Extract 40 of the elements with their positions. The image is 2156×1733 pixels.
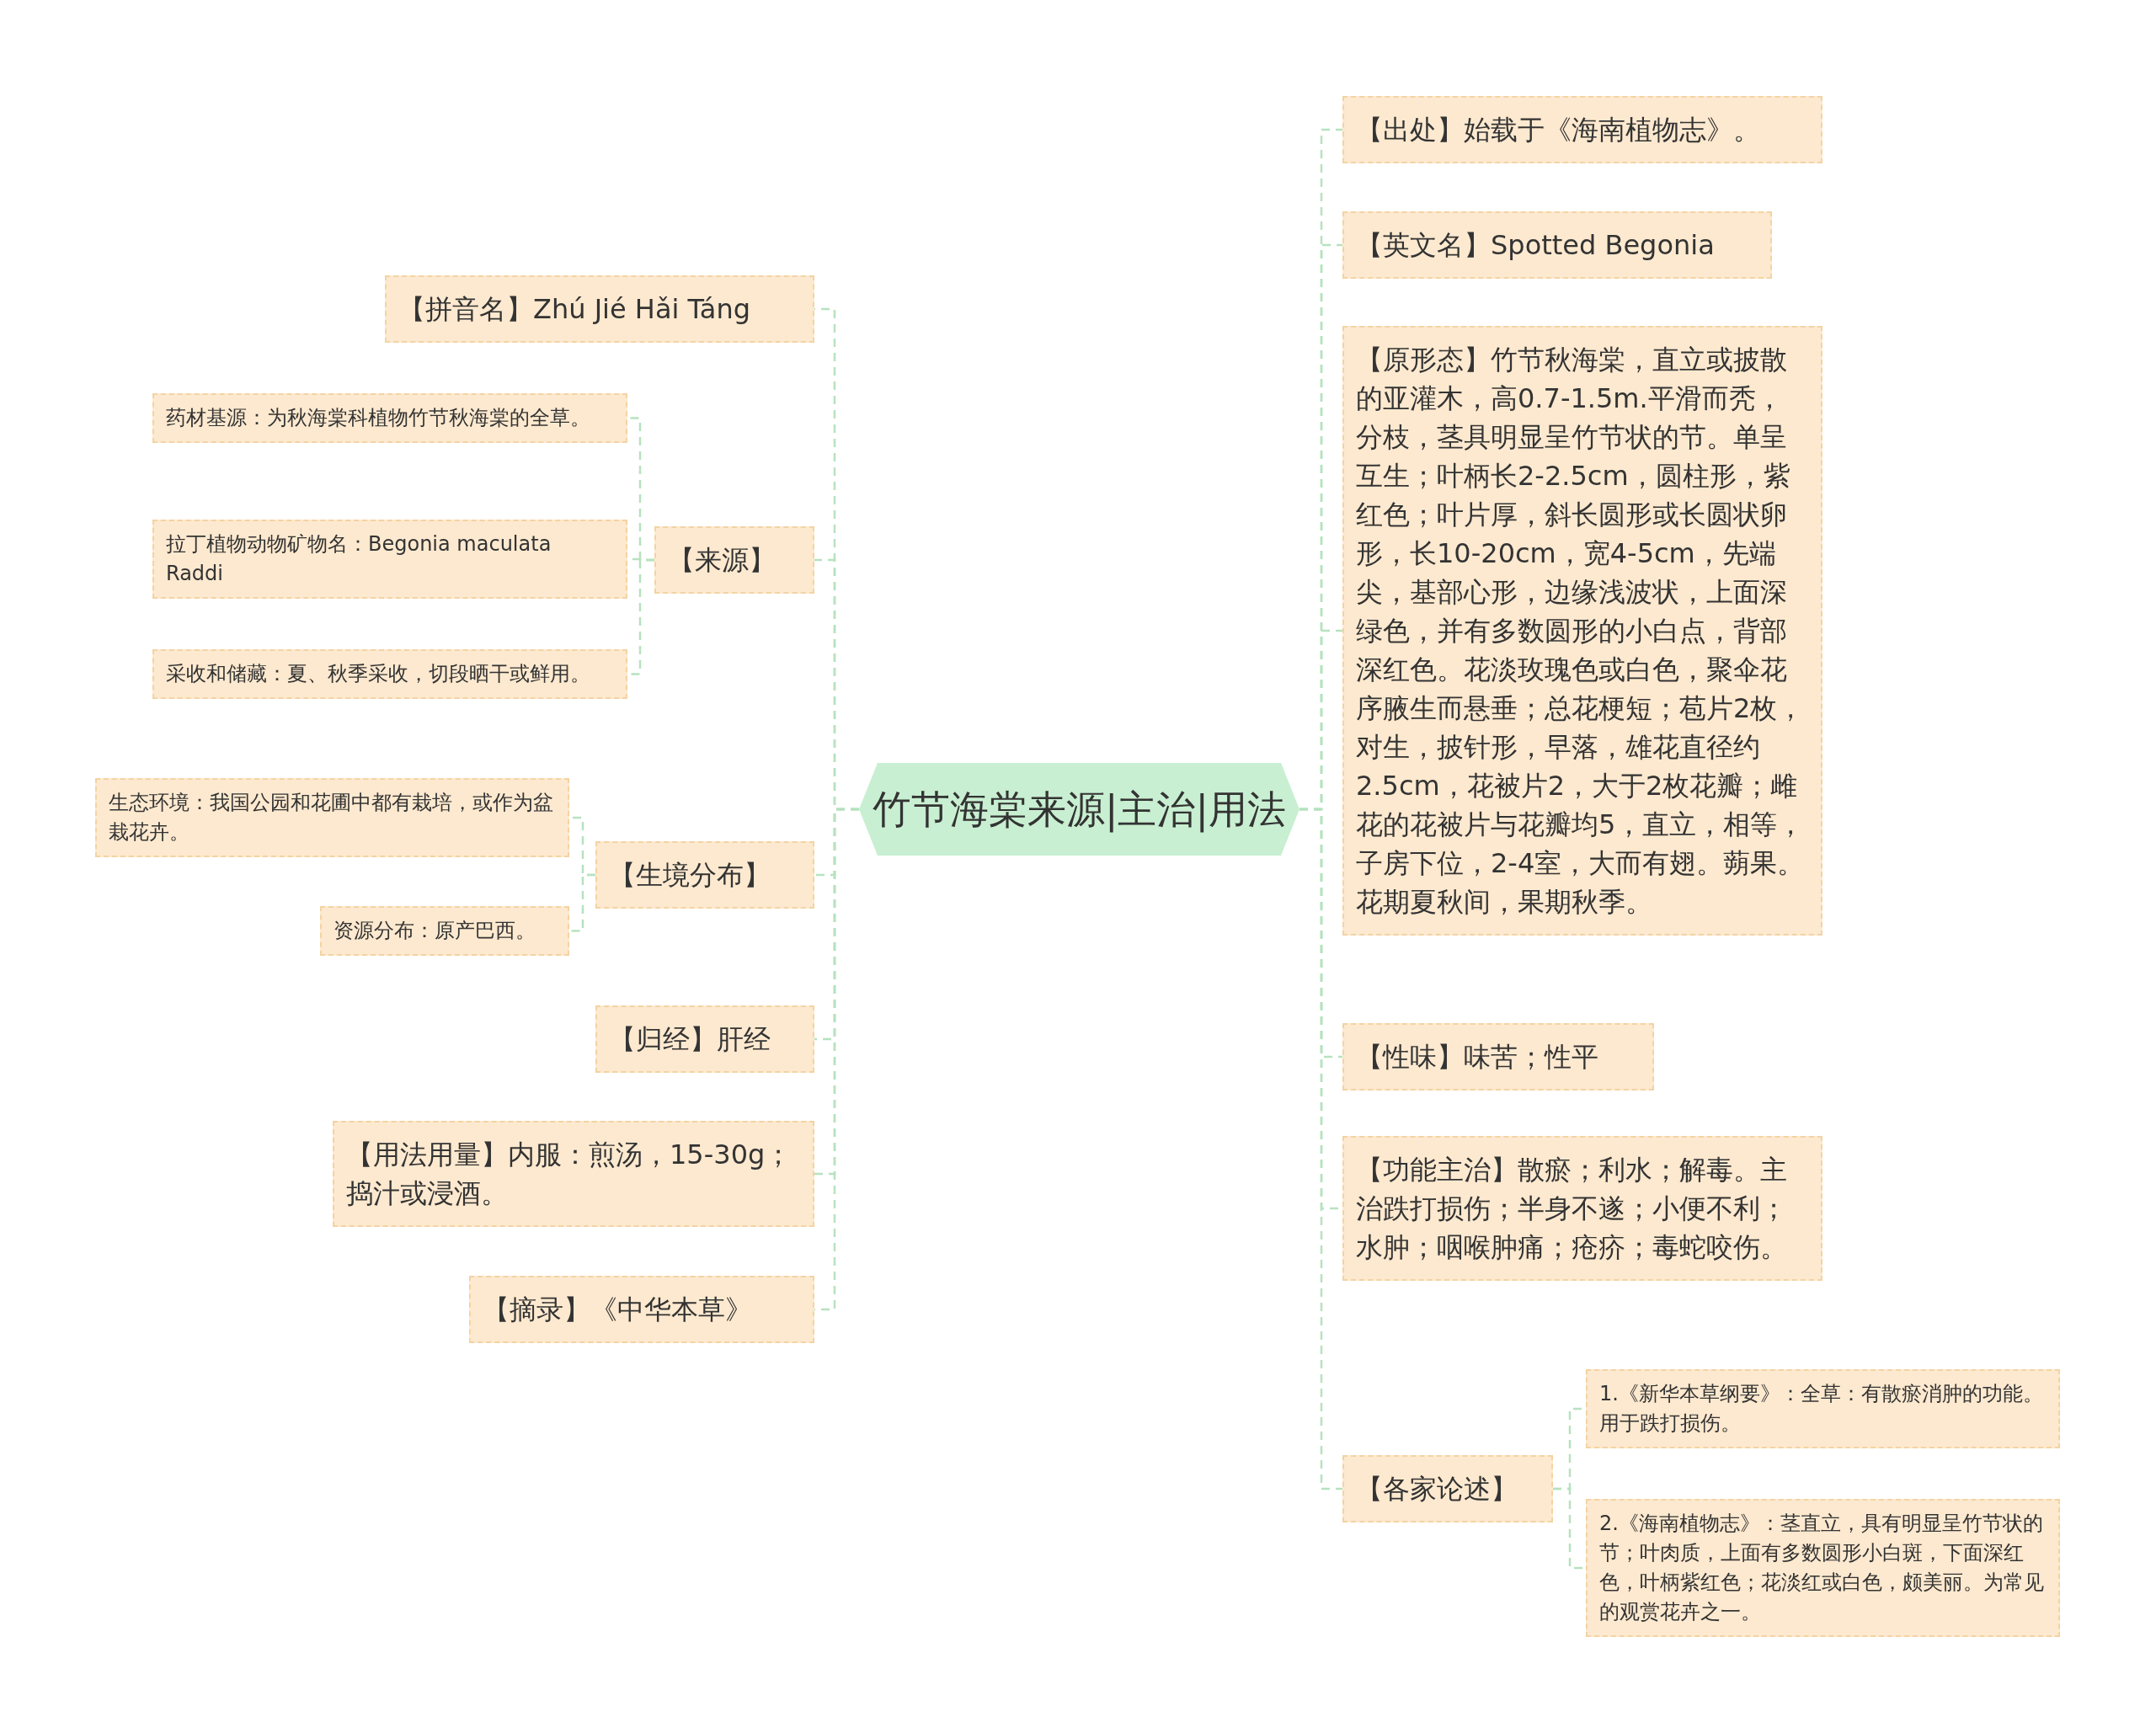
topic-text: 【功能主治】散瘀；利水；解毒。主治跌打损伤；半身不遂；小便不利；水肿；咽喉肿痛；疮疥；毒蛇咬伤。 — [1356, 1153, 1788, 1265]
topic-text: 【生境分布】 — [609, 858, 771, 893]
topic-text: 【原形态】竹节秋海棠，直立或披散的亚灌木，高0.7-1.5m.平滑而秃，分枝，茎具明显呈竹节状的节。单呈互生；叶柄长2-2.5cm，圆柱形，紫红色；叶片厚，斜长圆形或长圆状卵形，长10-20cm，宽4-5cm，先端尖，基部心形，边缘浅波状，上面深绿色，并有多数圆形的小白点，背部深红色。花淡玫瑰色或白色，聚伞花序腋生而悬垂；总花梗短；苞片2枚，对生，披针形，早落，雄花直径约2.5cm，花被片2，大于2枚花瓣；雌花的花被片与花瓣均5，直立，相等，子房下位，2-4室，大而有翅。蒴果。花期夏秋间，果期秋季。 — [1356, 343, 1806, 920]
topic-text: 【用法用量】内服：煎汤，15-30g；捣汁或浸酒。 — [346, 1138, 793, 1211]
topic-text: 药材基源：为秋海棠科植物竹节秋海棠的全草。 — [166, 405, 591, 431]
topic-text: 【来源】 — [668, 543, 776, 578]
topic-text: 【出处】始载于《海南植物志》。 — [1356, 113, 1761, 147]
topic-text: 生态环境：我国公园和花圃中都有栽培，或作为盆栽花卉。 — [109, 790, 554, 845]
topic-text: 【性味】味苦；性平 — [1356, 1040, 1599, 1074]
topic-box — [333, 1121, 814, 1227]
topic-text: 资源分布：原产巴西。 — [334, 918, 536, 944]
topic-title: 竹节海棠来源|主治|用法 — [873, 786, 1286, 835]
connector-line — [569, 873, 595, 932]
topic-text: 【归经】肝经 — [609, 1022, 771, 1057]
topic-text: 1.《新华本草纲要》：全草：有散瘀消肿的功能。用于跌打损伤。 — [1599, 1381, 2044, 1437]
topic-box — [595, 841, 814, 909]
topic-text: 【拼音名】Zhú Jié Hǎi Táng — [398, 292, 752, 327]
topic-text: 【摘录】《中华本草》 — [483, 1293, 753, 1327]
subtopic-box — [1586, 1499, 2060, 1637]
topic-text: 【各家论述】 — [1356, 1472, 1518, 1506]
subtopic-box — [152, 649, 627, 699]
subtopic-box — [152, 520, 627, 599]
subtopic-box — [95, 778, 569, 857]
topic-box — [1342, 1023, 1654, 1090]
topic-text: 采收和储藏：夏、秋季采收，切段晒干或鲜用。 — [166, 661, 591, 687]
topic-box — [654, 526, 814, 594]
topic-box — [595, 1005, 814, 1073]
topic-box — [1342, 1136, 1822, 1281]
topic-text: 拉丁植物动物矿物名：Begonia maculata Raddi — [166, 531, 552, 587]
subtopic-box — [320, 906, 569, 956]
topic-text: 2.《海南植物志》：茎直立，具有明显呈竹节状的节；叶肉质，上面有多数圆形小白斑，下面深红色，叶柄紫红色；花淡红或白色，颇美丽。为常见的观赏花卉之一。 — [1599, 1511, 2045, 1625]
subtopic-box — [1586, 1369, 2060, 1448]
central-topic — [859, 763, 1299, 856]
topic-text: 【英文名】Spotted Begonia — [1356, 228, 1716, 263]
topic-box — [1342, 211, 1772, 279]
topic-box — [469, 1276, 814, 1343]
subtopic-box — [152, 393, 627, 443]
topic-box — [1342, 1455, 1553, 1522]
topic-box — [1342, 96, 1822, 163]
topic-box — [385, 275, 814, 343]
